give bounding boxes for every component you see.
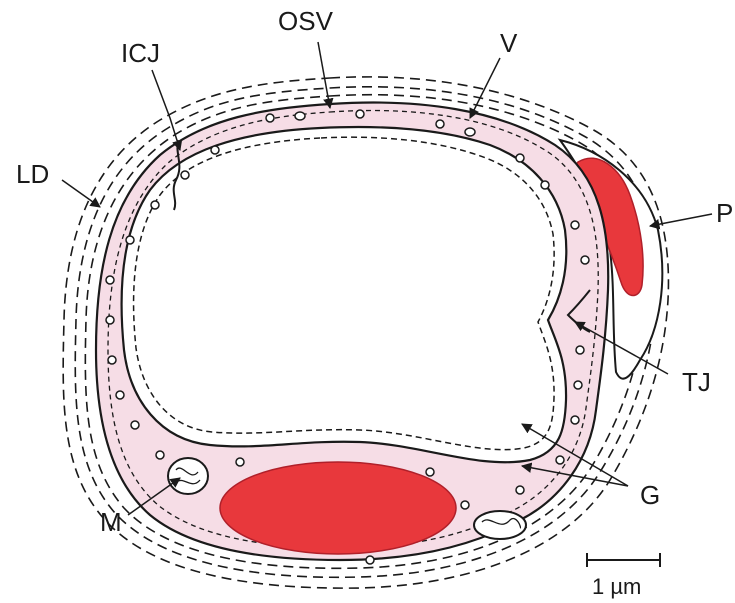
- label-p: P: [716, 198, 733, 228]
- label-v: V: [500, 28, 518, 58]
- label-m: M: [100, 507, 122, 537]
- endothelial-nucleus: [220, 462, 456, 554]
- label-g: G: [640, 480, 660, 510]
- label-osv: OSV: [278, 6, 334, 36]
- label-icj: ICJ: [121, 38, 160, 68]
- label-ld: LD: [16, 159, 49, 189]
- scale-bar-label: 1 µm: [592, 574, 641, 599]
- label-tj: TJ: [682, 367, 711, 397]
- lumen-border: [134, 137, 555, 449]
- scale-bar: [587, 553, 660, 567]
